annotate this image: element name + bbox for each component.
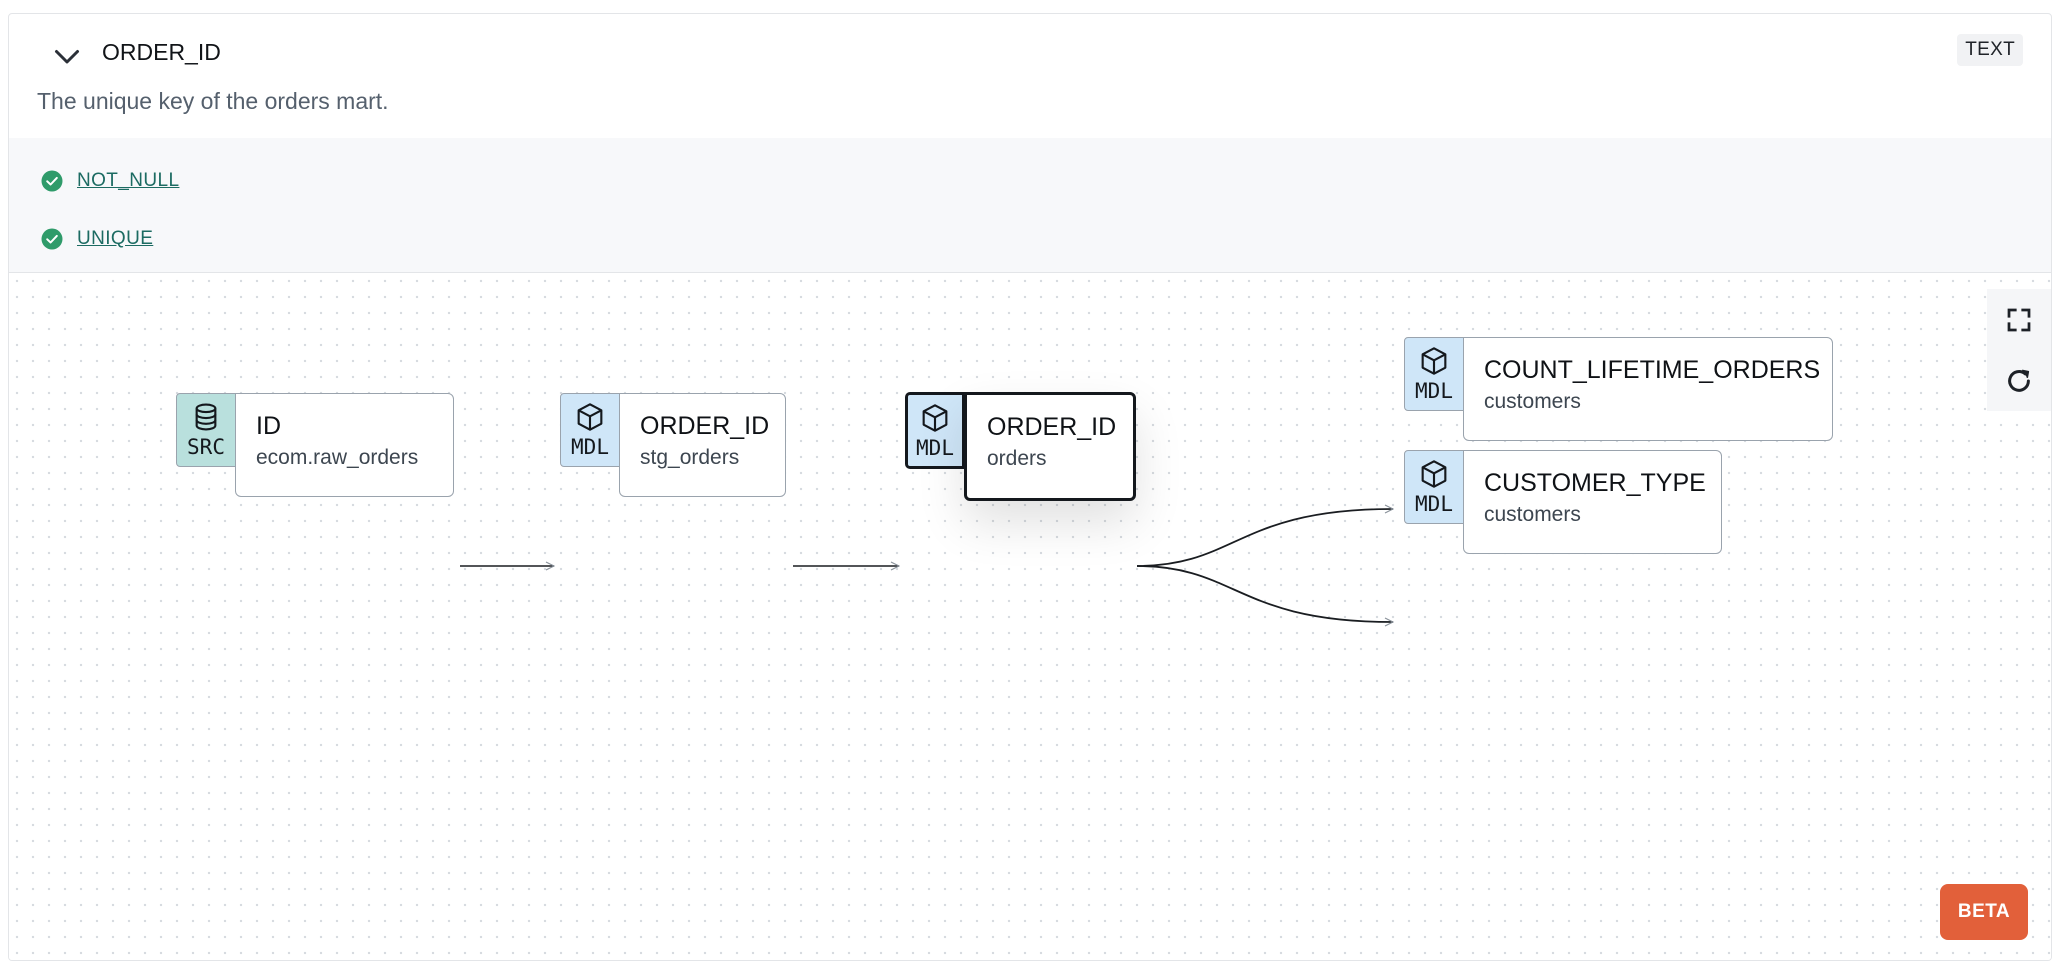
node-type-tag: SRC — [176, 393, 236, 467]
column-name: ORDER_ID — [102, 39, 221, 65]
node-column-name: COUNT_LIFETIME_ORDERS — [1484, 356, 1821, 384]
node-body: ORDER_ID stg_orders — [619, 393, 786, 497]
cube-icon — [1421, 347, 1447, 375]
cube-icon — [1421, 460, 1447, 488]
node-column-name: ID — [256, 412, 281, 440]
reset-layout-button[interactable] — [1987, 351, 2051, 411]
test-row: UNIQUE — [41, 224, 153, 254]
node-type-tag: MDL — [1404, 337, 1464, 411]
node-column-name: CUSTOMER_TYPE — [1484, 469, 1706, 497]
database-icon — [195, 403, 217, 431]
node-column-name: ORDER_ID — [640, 412, 770, 440]
node-parent-name: customers — [1484, 503, 1581, 526]
edge-orders-to-count-lifetime — [1136, 509, 1393, 567]
chevron-down-icon — [55, 50, 79, 64]
node-tag-label: SRC — [187, 435, 225, 459]
node-tag-label: MDL — [1415, 379, 1453, 403]
refresh-icon — [2008, 369, 2030, 392]
check-circle-icon — [41, 228, 63, 250]
collapse-toggle[interactable] — [49, 38, 85, 74]
fullscreen-button[interactable] — [1987, 289, 2051, 351]
test-link-unique[interactable]: UNIQUE — [77, 228, 154, 249]
lineage-graph[interactable]: SRC ID ecom.raw_orders MDL ORDER_ID stg_… — [9, 273, 2051, 960]
node-body: CUSTOMER_TYPE customers — [1463, 450, 1722, 554]
tests-panel: NOT_NULL UNIQUE — [9, 138, 2051, 273]
node-body: ORDER_ID orders — [964, 392, 1136, 501]
lineage-edges — [460, 273, 2051, 960]
column-type-badge: TEXT — [1957, 34, 2023, 66]
node-tag-label: MDL — [916, 435, 954, 460]
node-type-tag: MDL — [560, 393, 620, 467]
node-tag-label: MDL — [571, 435, 609, 459]
node-type-tag: MDL — [905, 392, 965, 469]
node-body: ID ecom.raw_orders — [235, 393, 454, 497]
column-card: ORDER_ID TEXT The unique key of the orde… — [8, 13, 2052, 961]
cube-icon — [577, 403, 603, 431]
test-row: NOT_NULL — [41, 166, 179, 196]
node-body: COUNT_LIFETIME_ORDERS customers — [1463, 337, 1833, 441]
node-type-tag: MDL — [1404, 450, 1464, 524]
test-link-not-null[interactable]: NOT_NULL — [77, 170, 180, 191]
fullscreen-icon — [2007, 308, 2031, 332]
check-circle-icon — [41, 170, 63, 192]
edge-orders-to-customer-type — [1136, 565, 1393, 622]
cube-icon — [922, 403, 948, 432]
node-tag-label: MDL — [1415, 492, 1453, 516]
node-parent-name: customers — [1484, 390, 1581, 413]
beta-badge[interactable]: BETA — [1940, 884, 2028, 940]
node-parent-name: orders — [987, 447, 1047, 470]
node-column-name: ORDER_ID — [987, 413, 1117, 441]
column-description: The unique key of the orders mart. — [37, 88, 389, 114]
node-parent-name: stg_orders — [640, 446, 740, 469]
node-parent-name: ecom.raw_orders — [256, 446, 419, 469]
column-header: ORDER_ID TEXT The unique key of the orde… — [9, 14, 2051, 138]
